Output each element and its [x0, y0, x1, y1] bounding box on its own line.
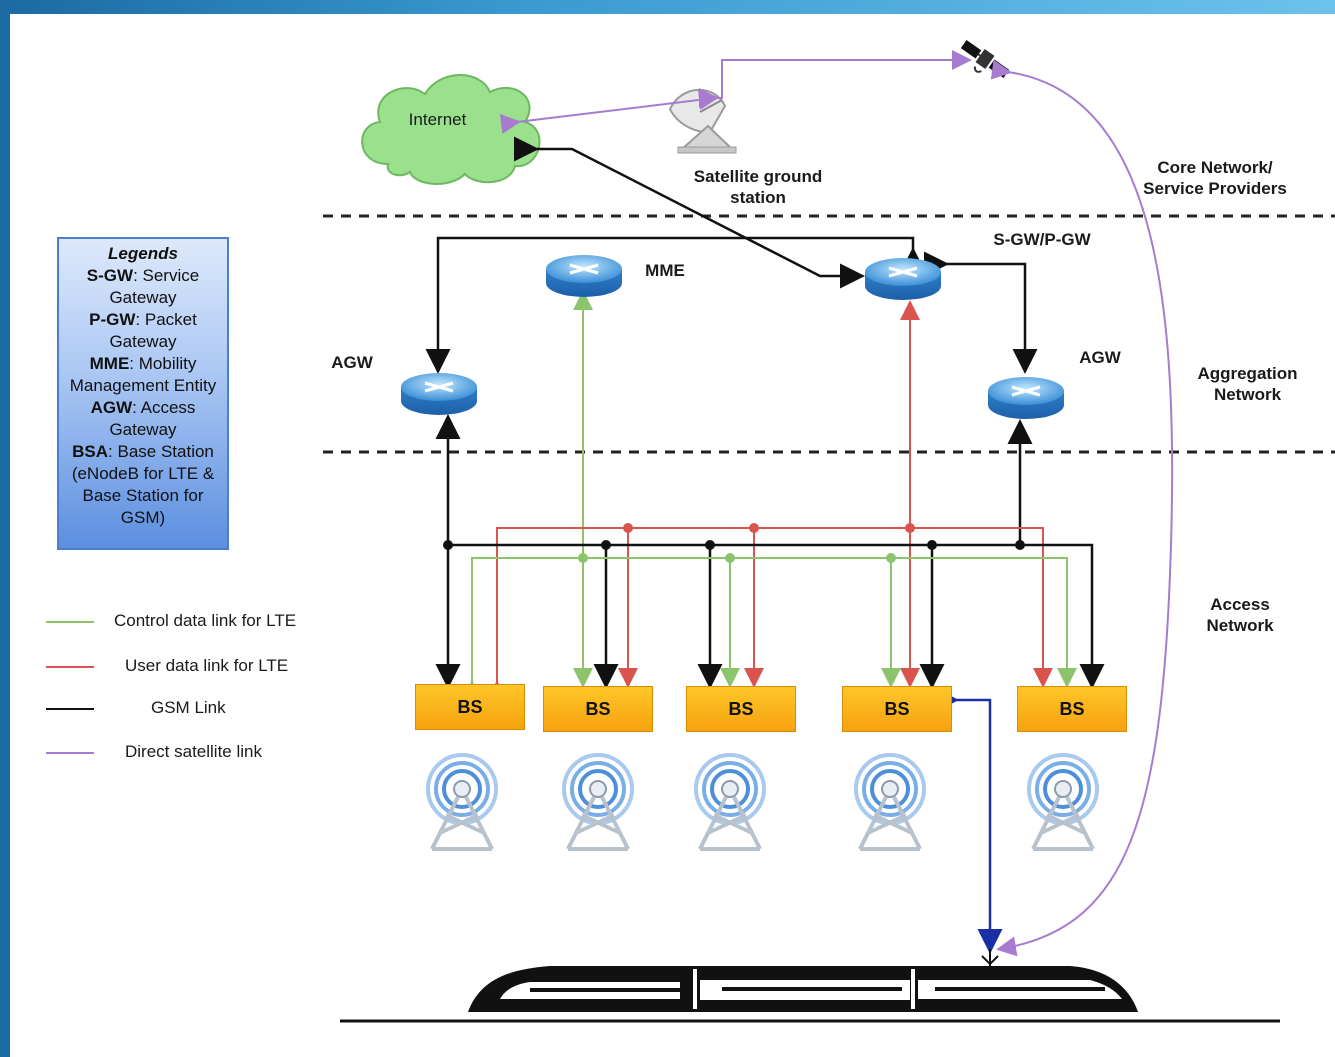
- diagram-canvas: Internet Satellite ground station S-GW/P…: [10, 14, 1335, 1057]
- internet-dish-satellite-link: [499, 89, 719, 134]
- dish-satellite-link: [699, 50, 972, 108]
- base-station-2: BS: [543, 686, 653, 732]
- user-data-bus: [487, 527, 1053, 700]
- base-station-4: BS: [842, 686, 952, 732]
- key-control-label: Control data link for LTE: [114, 611, 297, 630]
- bs-train-link: [934, 687, 1003, 954]
- internet-label: Internet: [408, 110, 467, 129]
- agw-right-label: AGW: [1079, 348, 1121, 367]
- cell-tower-icon: [562, 753, 634, 851]
- satellite-icon: [960, 39, 1010, 79]
- network-diagram: [323, 39, 1335, 1023]
- key-satellite-label: Direct satellite link: [125, 742, 262, 761]
- legend-box: Legends S-GW: Service Gateway P-GW: Pack…: [57, 237, 229, 550]
- sgw-agw-left-link: [425, 236, 926, 374]
- key-satellite-swatch: [46, 752, 94, 754]
- gsm-bus: [448, 543, 1105, 689]
- cell-tower-icon: [426, 753, 498, 851]
- base-station-5: BS: [1017, 686, 1127, 732]
- key-user-swatch: [46, 666, 94, 668]
- satellite-train-link: [990, 59, 1174, 957]
- cell-tower-icon: [694, 753, 766, 851]
- key-gsm-label: GSM Link: [151, 698, 226, 717]
- key-control-swatch: [46, 621, 94, 623]
- legend-entry-sgw: S-GW: Service Gateway: [86, 266, 200, 307]
- mme-label: MME: [645, 261, 685, 280]
- core-network-label: Core Network/ Service Providers: [1143, 158, 1287, 198]
- legend-entry-bsa: BSA: Base Station (eNodeB for LTE & Base…: [71, 442, 215, 527]
- control-data-bus: [462, 557, 1077, 700]
- legend-entry-mme: MME: Mobility Management Entity: [69, 354, 217, 395]
- base-station-3: BS: [686, 686, 796, 732]
- cell-tower-icon: [854, 753, 926, 851]
- bus-junctions: [443, 523, 1025, 563]
- agw-left-label: AGW: [331, 353, 373, 372]
- aggregation-network-label: Aggregation Network: [1197, 364, 1298, 404]
- legend-entry-pgw: P-GW: Packet Gateway: [89, 310, 197, 351]
- access-network-label: Access Network: [1206, 595, 1274, 635]
- train-icon: [340, 949, 1280, 1023]
- agw-left-router-icon: [401, 373, 477, 415]
- legend-title: Legends: [108, 244, 178, 263]
- agw-right-router-icon: [988, 377, 1064, 419]
- sgw-pgw-router-icon: [865, 258, 941, 300]
- legend-entry-agw: AGW: Access Gateway: [90, 398, 196, 439]
- cell-tower-icon: [1027, 753, 1099, 851]
- ground-station-label: Satellite ground station: [693, 167, 823, 207]
- sgw-agw-right-link: [924, 251, 1038, 374]
- sgw-pgw-label: S-GW/P-GW: [993, 230, 1091, 249]
- cell-towers: [426, 753, 1099, 851]
- key-gsm-swatch: [46, 708, 94, 710]
- base-station-1: BS: [415, 684, 525, 730]
- mme-router-icon: [546, 255, 622, 297]
- key-user-label: User data link for LTE: [125, 656, 289, 675]
